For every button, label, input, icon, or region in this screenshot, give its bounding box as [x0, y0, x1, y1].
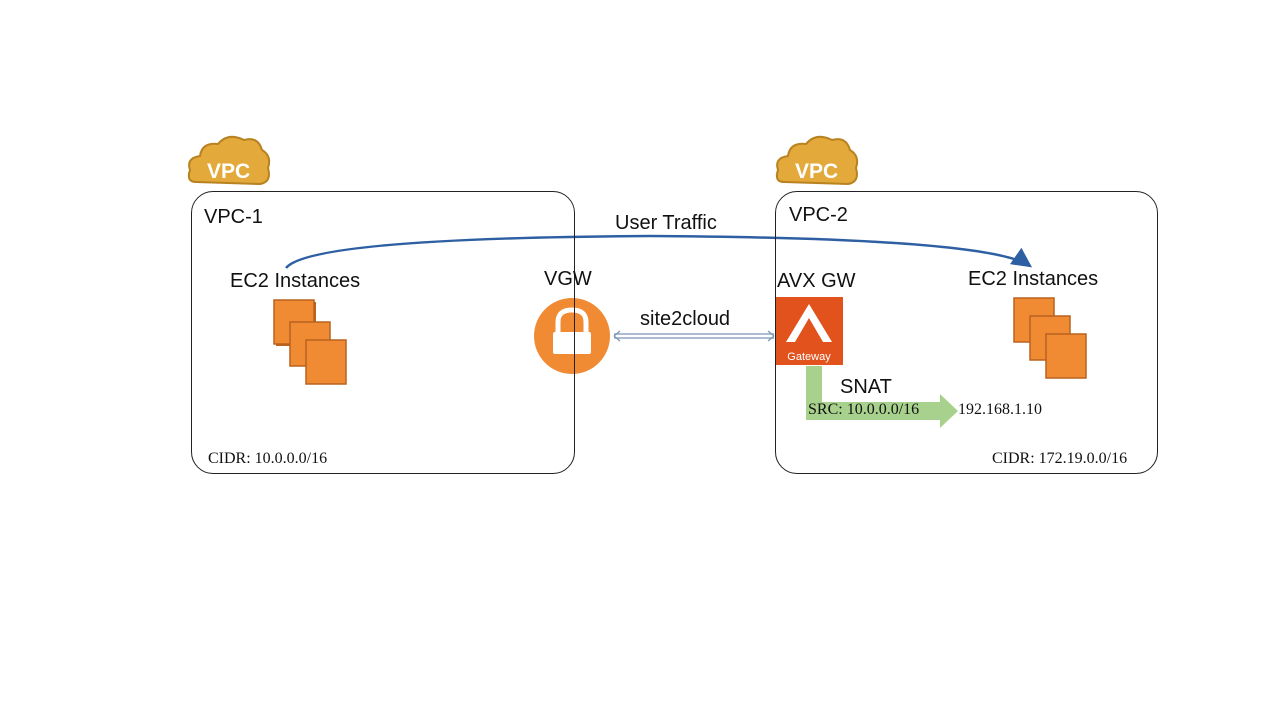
vpc2-name: VPC-2: [789, 204, 848, 226]
vpc2-cidr: CIDR: 172.19.0.0/16: [992, 450, 1128, 467]
gateway-icon-label: Gateway: [787, 351, 831, 363]
vpc1-badge-text: VPC: [207, 160, 251, 183]
vpc1-cidr: CIDR: 10.0.0.0/16: [208, 450, 328, 467]
avx-gateway-icon: Gateway: [775, 297, 843, 365]
vpc2-instances-label: EC2 Instances: [968, 268, 1099, 290]
site2cloud-label: site2cloud: [640, 308, 731, 330]
vpc1-instances-label: EC2 Instances: [230, 270, 361, 292]
vpc1-name: VPC-1: [204, 206, 263, 228]
snat-label: SNAT: [840, 376, 892, 398]
avx-gw-label: AVX GW: [777, 270, 856, 292]
vpc1-container: [191, 191, 575, 474]
vpc2-badge-text: VPC: [795, 160, 839, 183]
vpc2-container: [775, 191, 1158, 474]
user-traffic-arrow: [285, 234, 1033, 269]
site2cloud-tunnel: [613, 330, 775, 342]
vgw-label: VGW: [544, 268, 592, 290]
vpc1-ec2-instances-icon: [273, 299, 347, 385]
snat-arrow: [806, 366, 958, 428]
vgw-lock-icon: [534, 298, 610, 374]
vpc2-ec2-instances-icon: [1013, 297, 1087, 379]
vpc2-cloud-icon: [775, 135, 859, 186]
vpc1-cloud-icon: [187, 135, 271, 186]
snat-dst-label: 192.168.1.10: [958, 401, 1042, 418]
snat-src-label: SRC: 10.0.0.0/16: [808, 401, 920, 418]
user-traffic-label: User Traffic: [615, 212, 717, 234]
